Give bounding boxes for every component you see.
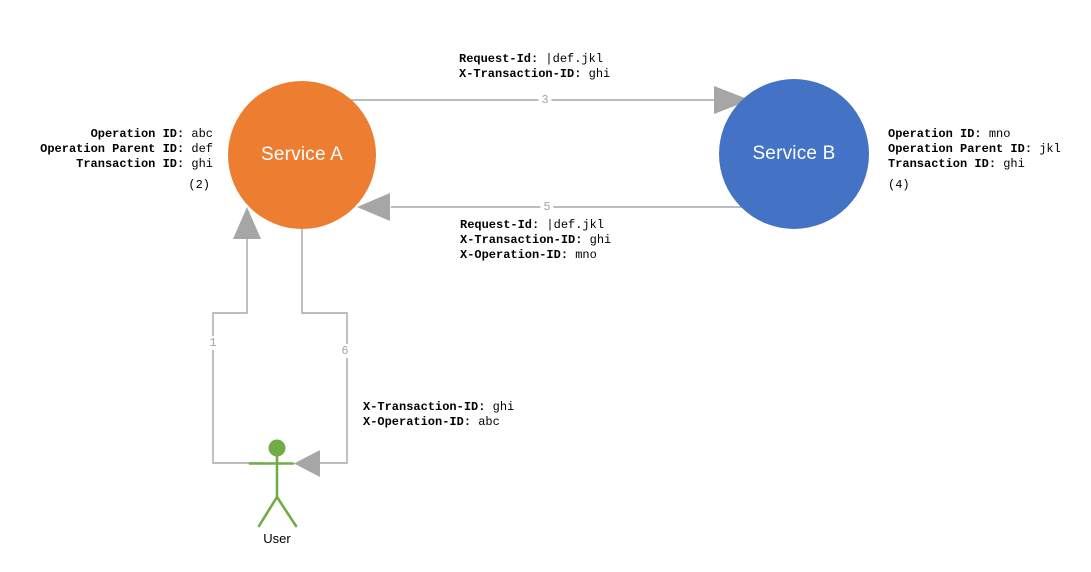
step-number-3: 3 <box>538 93 552 107</box>
user-leg-left <box>257 495 279 528</box>
service-b-info-line: Operation Parent ID: jkl <box>888 142 1061 156</box>
arrow-a-to-user-headers: X-Transaction-ID: ghi X-Operation-ID: ab… <box>363 400 514 430</box>
service-a-info: Operation ID: abc Operation Parent ID: d… <box>0 127 213 193</box>
node-service-a: Service A <box>228 81 376 229</box>
arrow-user-to-a-line <box>212 239 263 464</box>
step-number-1: 1 <box>206 336 220 350</box>
node-service-b-label: Service B <box>752 143 836 164</box>
arrow-a-to-user-line <box>301 222 348 464</box>
arrow-user-to-a-arrowhead-icon <box>233 207 261 239</box>
user-head <box>268 439 286 457</box>
node-service-a-label: Service A <box>260 144 344 165</box>
http-header-line: X-Transaction-ID: ghi <box>460 233 612 247</box>
service-b-info-line: Operation ID: mno <box>888 127 1011 141</box>
user-figure-icon <box>248 439 298 528</box>
arrow-b-to-a-arrowhead-icon <box>357 193 390 221</box>
step-number-5: 5 <box>540 200 554 214</box>
user-leg-right <box>275 495 298 528</box>
http-header-line: X-Operation-ID: mno <box>460 248 597 262</box>
user-label: User <box>263 531 291 546</box>
node-service-b: Service B <box>719 79 869 229</box>
service-a-operation-count: (2) <box>188 178 210 192</box>
arrow-b-to-a-headers: Request-Id: |def.jkl X-Transaction-ID: g… <box>460 218 611 263</box>
service-b-info-line: Transaction ID: ghi <box>888 157 1025 171</box>
step-number-6: 6 <box>338 344 352 358</box>
service-a-info-line: Operation Parent ID: def <box>40 142 213 156</box>
service-b-operation-count: (4) <box>888 178 910 192</box>
arrow-a-to-b-headers: Request-Id: |def.jkl X-Transaction-ID: g… <box>459 52 610 82</box>
arrow-a-to-user-arrowhead-icon <box>294 450 320 477</box>
arrow-a-to-b-arrowhead-icon <box>714 86 750 114</box>
http-header-line: X-Transaction-ID: ghi <box>363 400 515 414</box>
http-header-line: Request-Id: |def.jkl <box>459 52 604 66</box>
http-header-line: X-Operation-ID: abc <box>363 415 500 429</box>
service-b-info: Operation ID: mno Operation Parent ID: j… <box>888 127 1061 193</box>
http-header-line: X-Transaction-ID: ghi <box>459 67 611 81</box>
service-a-info-line: Operation ID: abc <box>90 127 213 141</box>
http-header-line: Request-Id: |def.jkl <box>460 218 605 232</box>
service-a-info-line: Transaction ID: ghi <box>76 157 213 171</box>
